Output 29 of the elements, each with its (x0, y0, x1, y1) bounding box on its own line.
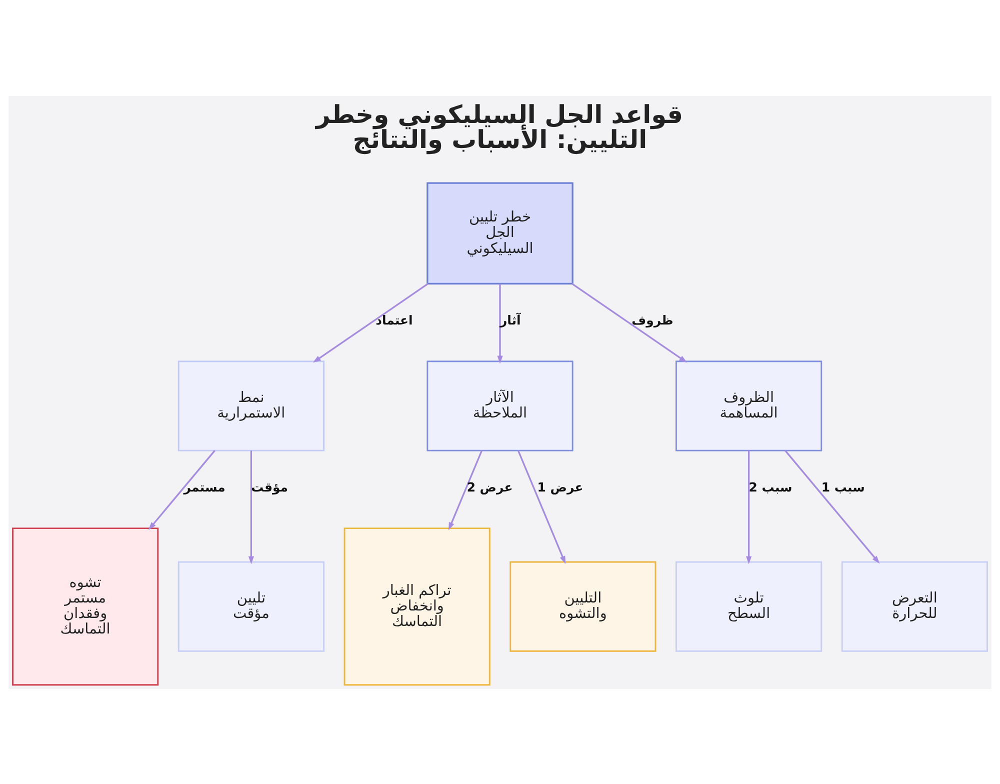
edge-label: سبب 1 (821, 479, 865, 494)
node-box: نمط الاستمرارية (178, 360, 324, 451)
arrow (572, 282, 688, 362)
node-box: الظروف المساهمة (676, 360, 822, 451)
edge-label: سبب 2 (748, 479, 792, 494)
arrow (784, 450, 880, 564)
edge-label: مستمر (184, 479, 226, 494)
node-box: التعرض للحرارة (841, 560, 988, 652)
arrow (312, 282, 428, 362)
edge-label: عرض 2 (466, 479, 513, 494)
node-box: خطر تليين الجل السيليكوني (426, 182, 574, 284)
node-box: تلوث السطح (676, 560, 822, 652)
edge-label: اعتماد (376, 312, 413, 328)
node-box: تشوه مستمر وفقدان التماسك (12, 527, 159, 686)
edge-label: ظروف (632, 312, 674, 328)
node-box: تراكم الغبار وانخفاض التماسك (344, 527, 490, 686)
node-box: الآثار الملاحظة (426, 360, 574, 451)
edge-label: مؤقت (251, 479, 288, 494)
edge-label: آثار (500, 312, 521, 328)
node-box: تليين مؤقت (178, 560, 324, 652)
node-box: التليين والتشوه (510, 560, 656, 652)
edge-label: عرض 1 (537, 479, 584, 494)
arrow (497, 283, 503, 364)
arrow (248, 450, 254, 564)
arrow (517, 450, 566, 564)
arrow (148, 450, 216, 530)
arrow (746, 450, 752, 564)
diagram-title: قواعد الجل السيليكوني وخطر التليين: الأسباب والنتائج (316, 100, 684, 154)
arrow (448, 450, 483, 530)
